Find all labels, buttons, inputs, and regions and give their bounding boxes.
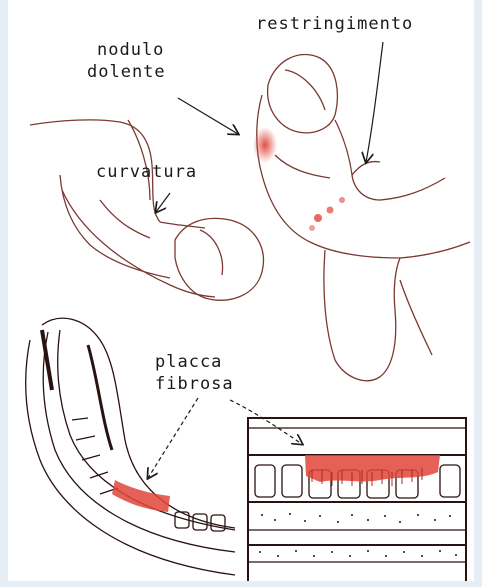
arrow-placca-left <box>148 398 198 478</box>
label-placca-line1: placca <box>155 352 222 372</box>
label-restringimento: restringimento <box>256 14 413 34</box>
label-curvatura: curvatura <box>96 162 197 182</box>
nodule-marks <box>253 127 345 231</box>
arrow-restringimento <box>366 42 383 162</box>
label-placca-line2: fibrosa <box>155 374 234 394</box>
callout-arrows <box>148 42 383 478</box>
tissue-detail <box>248 418 466 583</box>
label-nodulo-line1: nodulo <box>97 40 164 60</box>
curvature-drawing <box>30 120 263 300</box>
label-nodulo-line2: dolente <box>87 62 166 82</box>
narrowing-drawing <box>257 54 470 380</box>
plaque-detail-right <box>305 455 440 486</box>
tissue-stipple <box>259 513 457 557</box>
plaque-section-left <box>112 480 170 512</box>
arrow-nodulo <box>178 98 238 134</box>
arrow-curvatura <box>156 193 170 212</box>
arrow-placca-right <box>230 400 302 444</box>
